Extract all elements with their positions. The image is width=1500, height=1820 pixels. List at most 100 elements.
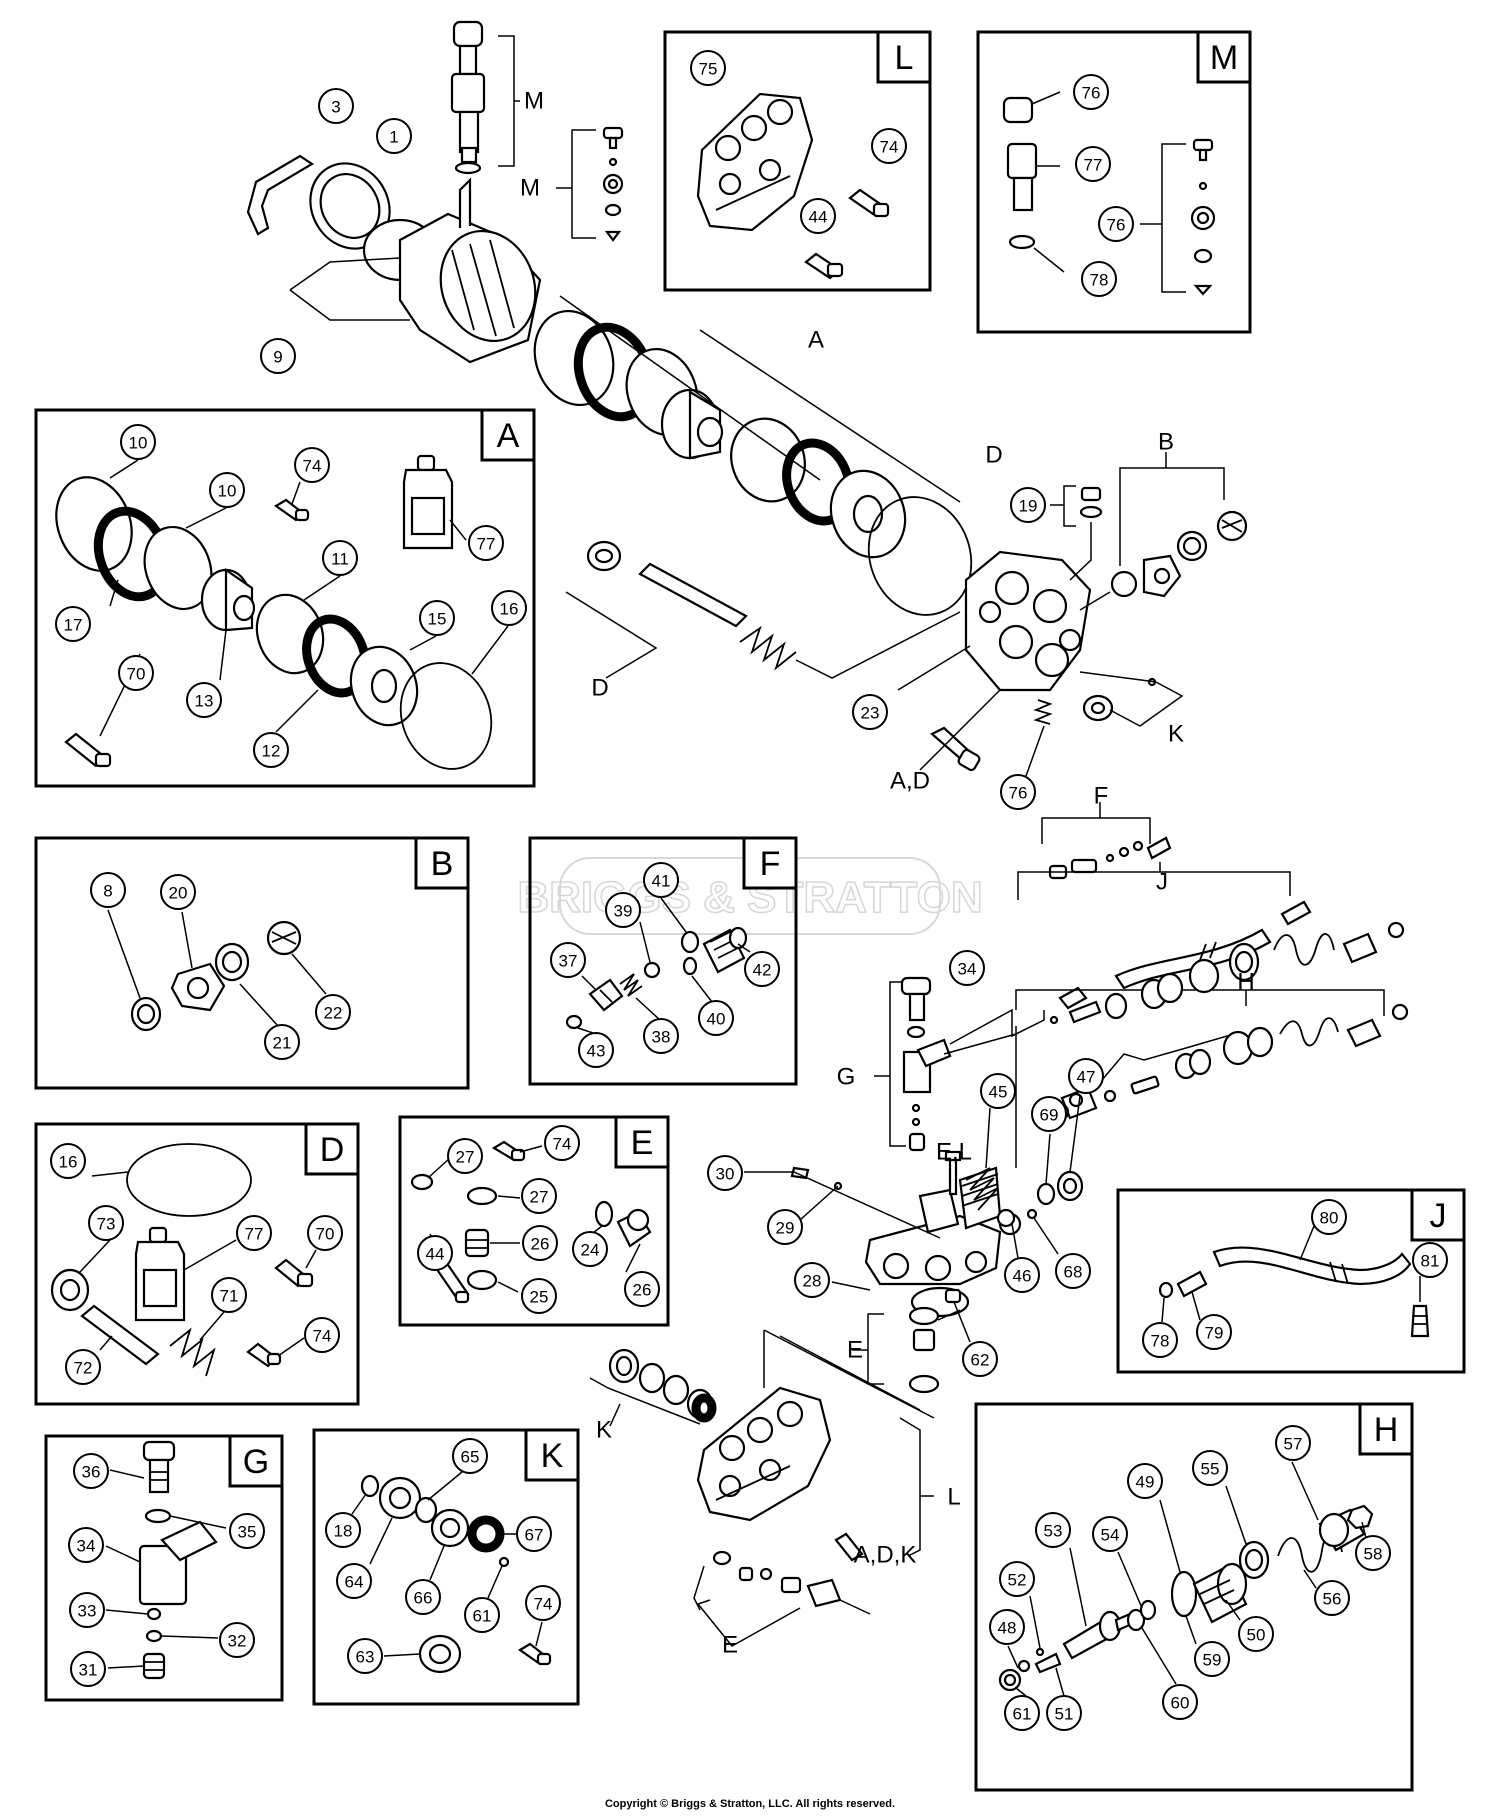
panel-letter: E [631, 1124, 654, 1162]
callout-number: 36 [82, 1463, 101, 1482]
callout-number: 62 [971, 1351, 990, 1370]
panel-d: D [34, 1122, 360, 1406]
part-k-64 [378, 1476, 422, 1520]
callout-number: 37 [559, 952, 578, 971]
callout-circle [624, 1271, 660, 1307]
panel-tab [304, 1122, 360, 1176]
callout-70: 70 [118, 655, 154, 691]
panel-border [34, 836, 470, 1090]
callout-circle [1412, 1242, 1448, 1278]
callout-number: 3 [331, 98, 340, 117]
callout-circle [1081, 261, 1117, 297]
callout-number: 76 [1082, 84, 1101, 103]
part-f-42 [702, 926, 748, 974]
callout-16: 16 [491, 590, 527, 626]
callout-circle [643, 862, 679, 898]
callout-number: 28 [803, 1272, 822, 1291]
panel-tab [876, 30, 932, 84]
callout-59: 59 [1194, 1641, 1230, 1677]
part-b-22 [266, 920, 302, 956]
part-a-11 [255, 593, 325, 675]
callout-circle [55, 606, 91, 642]
group-label: K [596, 1417, 612, 1444]
callout-number: 38 [652, 1028, 671, 1047]
panel-letter: A [497, 417, 520, 455]
callout-circle [70, 1651, 106, 1687]
part-b-set [1079, 452, 1248, 611]
callout-circle [1046, 1695, 1082, 1731]
callout-number: 10 [129, 434, 148, 453]
callout-number: 50 [1247, 1626, 1266, 1645]
panel-letter: B [431, 845, 454, 883]
callout-circle [376, 118, 412, 154]
panel-border [34, 1122, 360, 1406]
part-l-44-bolt [804, 252, 844, 280]
callout-circle [294, 447, 330, 483]
callout-circle [980, 1073, 1016, 1109]
callout-74: 74 [544, 1125, 580, 1161]
callout-number: 26 [531, 1235, 550, 1254]
callout-circle [1068, 1058, 1104, 1094]
callout-74: 74 [871, 128, 907, 164]
callout-9: 9 [260, 338, 296, 374]
part-e-bottom-set [693, 1550, 871, 1647]
callout-number: 25 [530, 1288, 549, 1307]
callout-circle [405, 1579, 441, 1615]
callout-number: 8 [103, 882, 112, 901]
part-f-41 [680, 930, 700, 954]
callout-number: 34 [77, 1537, 96, 1556]
part-m-screw-set [556, 126, 624, 242]
part-62 [944, 1288, 971, 1343]
part-d-71-spring [169, 1327, 216, 1377]
callout-circle [544, 1125, 580, 1161]
callout-circle [962, 1341, 998, 1377]
part-d-70-bolt [274, 1258, 314, 1288]
callout-circle [1004, 1257, 1040, 1293]
callout-circle [1055, 1253, 1091, 1289]
callout-number: 9 [273, 348, 282, 367]
group-label: F [1094, 783, 1109, 810]
part-f-43 [565, 1014, 583, 1030]
callout-81: 81 [1412, 1242, 1448, 1278]
callout-circle [447, 1138, 483, 1174]
callout-circle [1092, 1516, 1128, 1552]
group-label: E,L [936, 1139, 972, 1166]
callout-number: 72 [74, 1359, 93, 1378]
callout-circle [852, 694, 888, 730]
part-f-39 [643, 961, 661, 979]
callout-61: 61 [464, 1597, 500, 1633]
callout-number: 64 [345, 1573, 364, 1592]
callout-number: 55 [1201, 1460, 1220, 1479]
panel-b: B [34, 836, 470, 1090]
callout-circle [1192, 1450, 1228, 1486]
callout-number: 67 [525, 1526, 544, 1545]
callout-circle [521, 1178, 557, 1214]
part-f-40 [682, 956, 698, 976]
callout-number: 31 [79, 1661, 98, 1680]
panel-tab [742, 836, 798, 890]
part-j-81 [1410, 1304, 1430, 1338]
part-k-lower-rings [589, 1348, 717, 1427]
part-75-head [696, 92, 814, 232]
callout-27: 27 [447, 1138, 483, 1174]
part-m-valve [450, 20, 520, 175]
callout-number: 51 [1055, 1705, 1074, 1724]
callout-circle [707, 1155, 743, 1191]
callout-circle [73, 1453, 109, 1489]
callout-number: 12 [262, 742, 281, 761]
panel-border [34, 408, 536, 788]
callout-circle [452, 1438, 488, 1474]
part-69 [1036, 1133, 1056, 1206]
callout-51: 51 [1046, 1695, 1082, 1731]
callout-47: 47 [1068, 1058, 1104, 1094]
panel-border [976, 30, 1252, 334]
part-e-24 [594, 1200, 614, 1228]
callout-circle [65, 1349, 101, 1385]
callout-52: 52 [999, 1561, 1035, 1597]
part-g-36 [142, 1440, 176, 1494]
callout-number: 58 [1364, 1545, 1383, 1564]
callout-number: 40 [707, 1010, 726, 1029]
callout-number: 74 [303, 457, 322, 476]
callout-circle [698, 1000, 734, 1036]
callout-70: 70 [307, 1215, 343, 1251]
